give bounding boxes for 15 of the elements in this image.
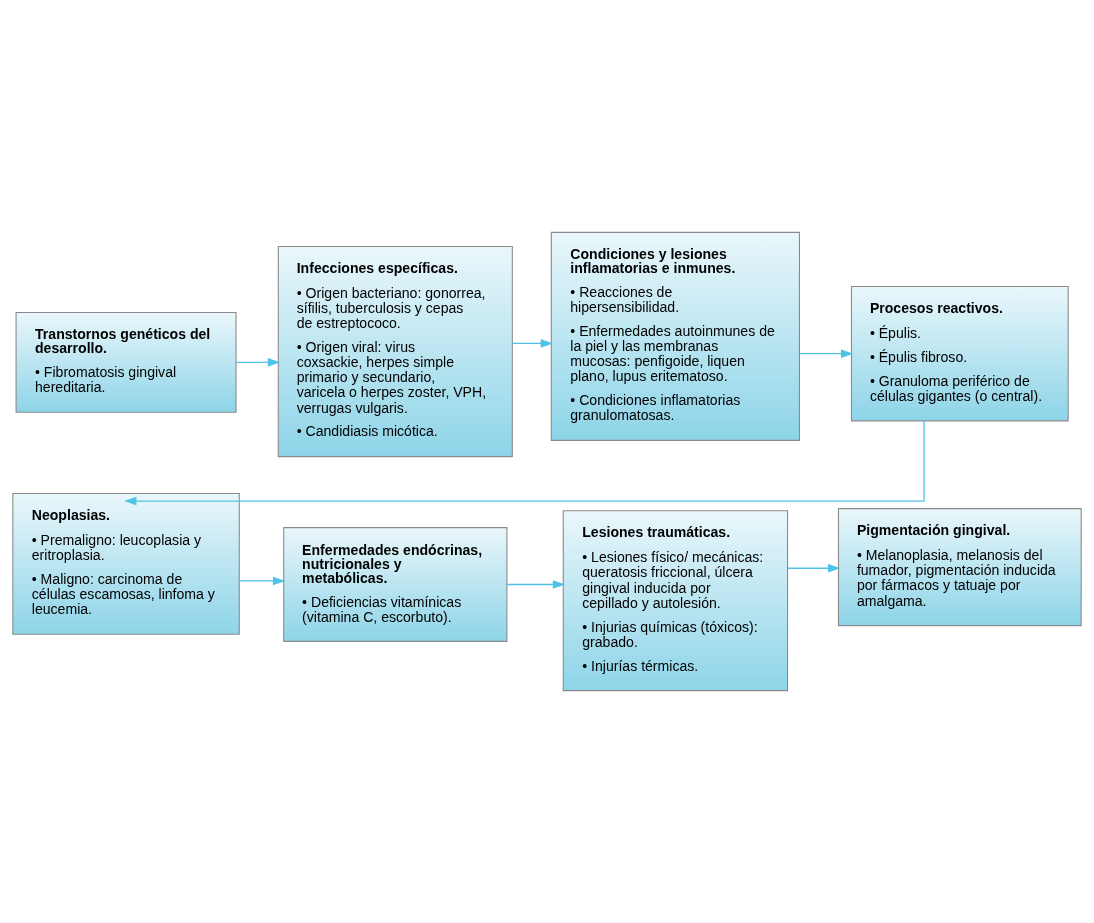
node-box: Condiciones y lesiones inflamatorias e inmunes. • Reacciones de hipersensibilidad. • Enfermedades autoinmunes de la piel y las membranas mucosas: penfigoide, liquen plano, lupus eritematoso. • Condiciones inflamatorias granulomatosas. xyxy=(550,231,800,441)
arrow xyxy=(506,580,566,589)
node-box: Enfermedades endócrinas, nutricionales y metabólicas. • Deficiencias vitamínicas (vitamina C, escorbuto). xyxy=(283,527,508,642)
node-box: Lesiones traumáticas. • Lesiones físico/ mecánicas: queratosis friccional, úlcera gingival inducida por cepillado y autolesión. • Injurias químicas (tóxicos): grabado. • Injurías térmicas. xyxy=(562,510,789,692)
node-box: Neoplasias. • Premaligno: leucoplasia y eritroplasia. • Maligno: carcinoma de células escamosas, linfoma y leucemia. xyxy=(12,492,240,635)
node-box: Procesos reactivos. • Épulis. • Épulis fibroso. • Granuloma periférico de células gigantes (o central). xyxy=(850,285,1069,422)
node-box: Infecciones específicas. • Origen bacteriano: gonorrea, sífilis, tuberculosis y cepas de estreptococo. • Origen viral: virus coxsackie, herpes simple primario y secundario, varicela o herpes zoster, VPH, verrugas vulgaris. • Candidiasis micótica. xyxy=(277,245,513,458)
node-box: Transtornos genéticos del desarrollo. • Fibromatosis gingival hereditaria. xyxy=(15,311,237,413)
arrow xyxy=(787,563,841,573)
arrow xyxy=(799,349,854,358)
node-box: Pigmentación gingival. • Melanoplasia, melanosis del fumador, pigmentación inducida por fármacos y tatuaje por amalgama. xyxy=(837,508,1082,627)
arrow xyxy=(511,339,553,348)
arrow xyxy=(235,358,281,367)
arrow xyxy=(238,576,286,586)
arrow xyxy=(124,420,925,506)
